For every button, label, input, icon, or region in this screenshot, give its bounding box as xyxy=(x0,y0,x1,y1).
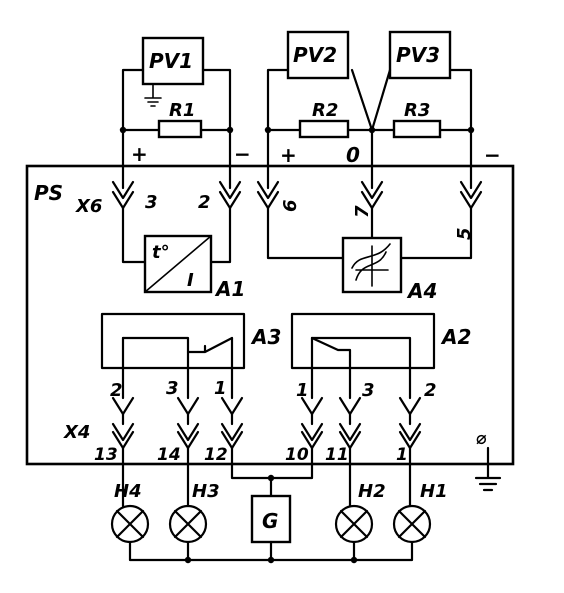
x6-pin-7: 7 xyxy=(352,205,373,218)
a1-transducer: t° I A1 xyxy=(121,206,245,301)
module-pin-chevrons xyxy=(111,396,422,426)
ps-enclosure xyxy=(25,164,515,466)
pv2-pv3-branch: PV2 PV3 R2 R3 + 0 − xyxy=(264,30,501,190)
a1-temp-symbol: t° xyxy=(152,242,170,263)
pv1-plus-sign: + xyxy=(131,142,148,166)
r3-label: R3 xyxy=(404,100,430,121)
r2-label: R2 xyxy=(312,100,338,121)
a2-label: A2 xyxy=(440,325,471,349)
a2-pin-3: 3 xyxy=(362,380,375,401)
a3-pin-2: 2 xyxy=(110,380,123,401)
h4-label: H4 xyxy=(114,481,142,502)
generator-g: G xyxy=(250,494,292,544)
a1-current-symbol: I xyxy=(187,270,194,291)
pv1-minus-sign: − xyxy=(234,142,251,166)
pv3-label: PV3 xyxy=(396,43,440,67)
g-label: G xyxy=(262,509,278,533)
lamp-h1: H1 xyxy=(392,481,448,544)
h1-label: H1 xyxy=(420,481,448,502)
x4-pin-13: 13 xyxy=(94,445,118,465)
x4-label: X4 xyxy=(63,422,90,443)
x4-pin-1: 1 xyxy=(396,445,408,465)
a2-pin-1: 1 xyxy=(296,380,309,401)
pv23-zero-sign: 0 xyxy=(346,143,360,167)
lamp-h4: H4 xyxy=(110,481,150,544)
x6-pin-2: 2 xyxy=(198,192,211,213)
lamp-h3: H3 xyxy=(168,481,220,544)
pv1-label: PV1 xyxy=(149,49,193,73)
x6-connector: 3 2 6 7 5 xyxy=(111,180,483,240)
r2-resistor xyxy=(298,119,350,139)
x4-pin-14: 14 xyxy=(157,445,181,465)
output-circuit: H4 H3 G H2 H1 xyxy=(110,446,448,564)
a2-module: A2 1 3 2 xyxy=(290,312,471,401)
pv1-meter xyxy=(141,36,205,86)
a3-pin-3: 3 xyxy=(166,378,179,399)
x4-pin-12: 12 xyxy=(204,445,228,465)
x4-pin-11: 11 xyxy=(325,445,349,465)
ps-label: PS xyxy=(34,181,63,205)
a1-label: A1 xyxy=(214,277,245,301)
a2-pin-2: 2 xyxy=(424,380,437,401)
ground-symbol: ⌀ xyxy=(476,428,487,449)
a3-label: A3 xyxy=(250,325,281,349)
r1-label: R1 xyxy=(169,100,195,121)
pv2-plus-sign: + xyxy=(280,143,297,167)
x6-pin-5: 5 xyxy=(454,227,475,240)
pv2-label: PV2 xyxy=(293,43,337,67)
a3-module: A3 2 3 1 xyxy=(100,312,281,401)
a4-converter: A4 xyxy=(266,206,473,303)
h3-label: H3 xyxy=(192,481,220,502)
r3-resistor xyxy=(392,119,442,139)
x6-pin-3: 3 xyxy=(145,192,158,213)
pv3-meter xyxy=(388,30,452,80)
pv3-minus-sign: − xyxy=(484,143,501,167)
pv1-branch: PV1 R1 + − xyxy=(119,36,251,190)
x4-pin-10: 10 xyxy=(285,445,309,465)
x6-label: X6 xyxy=(75,196,102,217)
lamp-h2: H2 xyxy=(334,481,386,544)
r1-resistor xyxy=(157,119,203,139)
ps-ground: ⌀ xyxy=(474,428,502,492)
x4-connector: X4 13 14 12 10 11 1 xyxy=(63,422,422,465)
h2-label: H2 xyxy=(358,481,386,502)
pv2-meter xyxy=(286,30,350,80)
a4-label: A4 xyxy=(406,279,437,303)
x6-pin-6: 6 xyxy=(280,199,301,212)
a3-pin-1: 1 xyxy=(214,378,227,399)
